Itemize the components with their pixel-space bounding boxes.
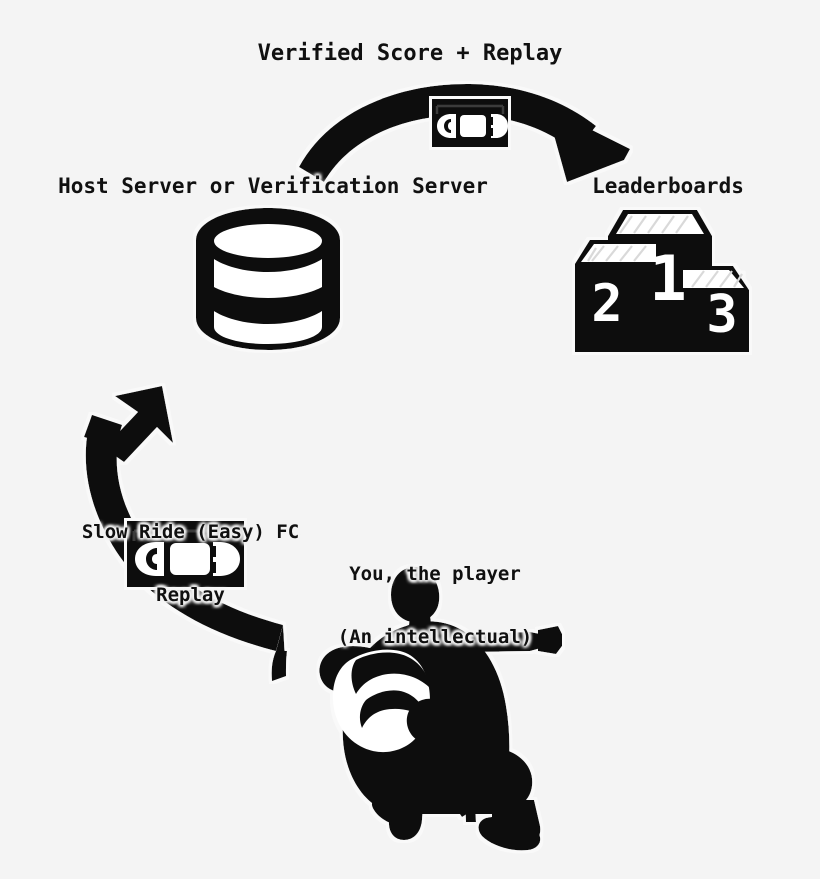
vhs-tape-icon-verified-score [432, 99, 508, 147]
database-icon [196, 208, 340, 350]
podium-top-hatching [587, 215, 743, 288]
seated-guitarist-icon [319, 567, 562, 851]
arrow-server-to-leaderboards [299, 83, 630, 182]
arrow-player-to-server [84, 386, 287, 681]
podium-rank-2: 2 [591, 274, 622, 334]
podium-rank-1: 1 [649, 242, 686, 315]
podium-icon: 1 2 3 [575, 210, 749, 352]
vhs-tape-icon-slow-ride-replay [127, 521, 244, 587]
podium-rank-3: 3 [706, 285, 737, 345]
